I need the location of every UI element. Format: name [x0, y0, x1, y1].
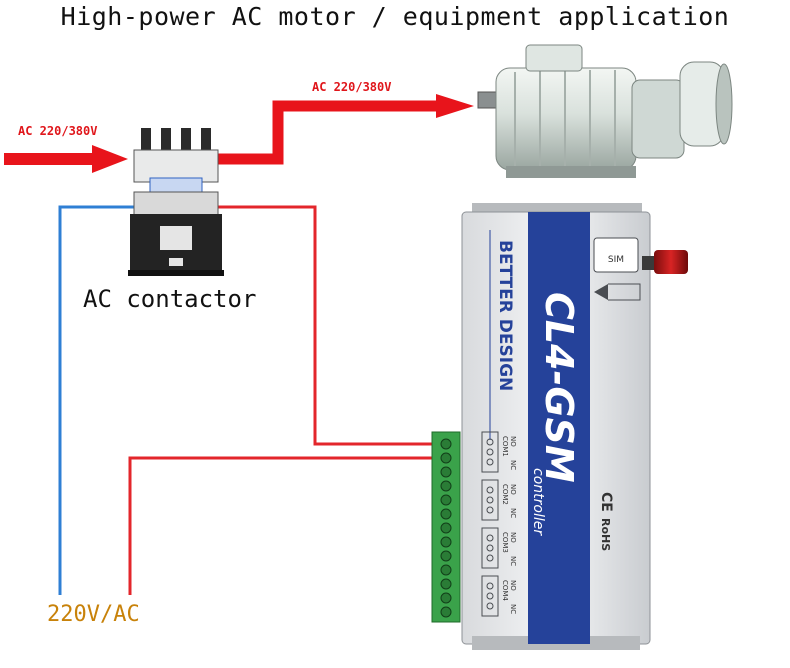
relay1-no: NO	[509, 436, 517, 447]
input-power-arrow	[4, 145, 128, 173]
output-voltage-label: AC 220/380V	[312, 80, 392, 94]
relay2-com: COM2	[501, 484, 509, 505]
relay4-no: NO	[509, 580, 517, 591]
contactor-label: AC contactor	[83, 285, 257, 313]
brand-text: BETTER DESIGN	[495, 240, 515, 391]
ce-mark: CE	[598, 492, 614, 512]
rohs-mark: RoHS	[599, 518, 612, 551]
relay1-com: COM1	[501, 436, 509, 457]
diagram-title: High-power AC motor / equipment applicat…	[60, 2, 730, 31]
model-text: CL4-GSM	[537, 292, 581, 483]
red-wire-supply	[128, 456, 438, 595]
blue-wire	[58, 205, 140, 595]
relay3-com: COM3	[501, 532, 509, 553]
ac-motor	[477, 44, 733, 178]
ac-contactor	[128, 128, 224, 276]
supply-label: 220V/AC	[47, 602, 140, 627]
relay3-nc: NC	[509, 556, 517, 566]
input-voltage-label: AC 220/380V	[18, 124, 98, 138]
relay3-no: NO	[509, 532, 517, 543]
relay1-nc: NC	[509, 460, 517, 470]
gsm-controller: BETTER DESIGN CL4-GSM controller SIM CE …	[431, 203, 688, 650]
relay4-nc: NC	[509, 604, 517, 614]
relay2-no: NO	[509, 484, 517, 495]
relay2-nc: NC	[509, 508, 517, 518]
sim-text: SIM	[608, 255, 624, 265]
relay4-com: COM4	[501, 580, 509, 601]
red-wire-coil	[206, 205, 438, 446]
relay-labels: COM1 NO NC COM2 NO NC COM3 NO NC COM4 NO…	[501, 436, 517, 614]
terminal-screws	[440, 438, 452, 618]
controller-text: controller	[530, 468, 546, 536]
output-power-arrow	[214, 94, 474, 165]
